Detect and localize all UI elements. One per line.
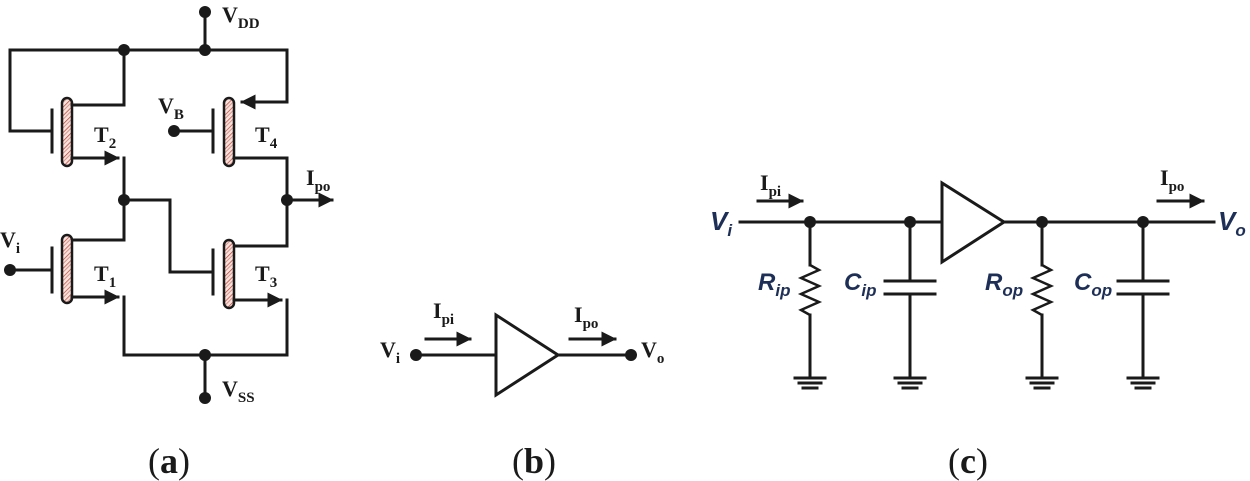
ipi-label-b: Ipi: [433, 298, 454, 328]
vi-label-b: Vi: [380, 337, 400, 367]
ipo-label-b: Ipo: [574, 302, 598, 332]
vb-label: VB: [158, 93, 184, 123]
ipi-label-c: Ipi: [760, 170, 781, 200]
resistor-rip: [793, 220, 827, 390]
panel-c: Ipi Ipo Vi Vo Rip Cip Rop Cop (c): [710, 165, 1246, 481]
vb-terminal: [168, 125, 180, 137]
cip-label: Cip: [844, 269, 876, 300]
rip-label: Rip: [758, 269, 790, 300]
vi-terminal-a: [4, 264, 16, 276]
vdd-label: VDD: [222, 2, 260, 32]
caption-b: (b): [512, 441, 556, 481]
vo-terminal-b: [625, 349, 637, 361]
t4-channel: [222, 96, 236, 168]
panel-a: VDD VB T2 T4 Ipo Vi T1 T3 VSS (a): [0, 2, 334, 481]
amplifier-c: [940, 180, 1007, 265]
capacitor-cop: [1116, 220, 1170, 390]
t4-label: T4: [255, 122, 278, 152]
rop-label: Rop: [985, 269, 1023, 300]
ipo-label-c: Ipo: [1160, 165, 1184, 195]
t1-label: T1: [94, 261, 116, 291]
vi-label-a: Vi: [0, 227, 20, 257]
vss-terminal: [199, 392, 211, 404]
cop-label: Cop: [1074, 269, 1112, 300]
capacitor-cip: [883, 220, 937, 390]
amplifier-b: [494, 312, 561, 398]
vdd-node-center: [199, 44, 211, 56]
caption-c: (c): [948, 441, 988, 481]
vo-label-b: Vo: [641, 337, 664, 367]
t2-label: T2: [94, 122, 116, 152]
vi-label-c: Vi: [710, 206, 733, 240]
vdd-terminal: [199, 6, 211, 18]
vss-label: VSS: [222, 376, 255, 406]
vo-label-c: Vo: [1218, 206, 1246, 240]
ipo-label-a: Ipo: [306, 165, 330, 195]
panel-b: Vi Ipi Ipo Vo (b): [380, 298, 664, 481]
caption-a: (a): [148, 441, 190, 481]
t3-label: T3: [255, 261, 277, 291]
resistor-rop: [1025, 220, 1059, 390]
t3-channel: [222, 238, 236, 310]
t2-channel: [60, 96, 74, 168]
t1-channel: [60, 233, 74, 305]
